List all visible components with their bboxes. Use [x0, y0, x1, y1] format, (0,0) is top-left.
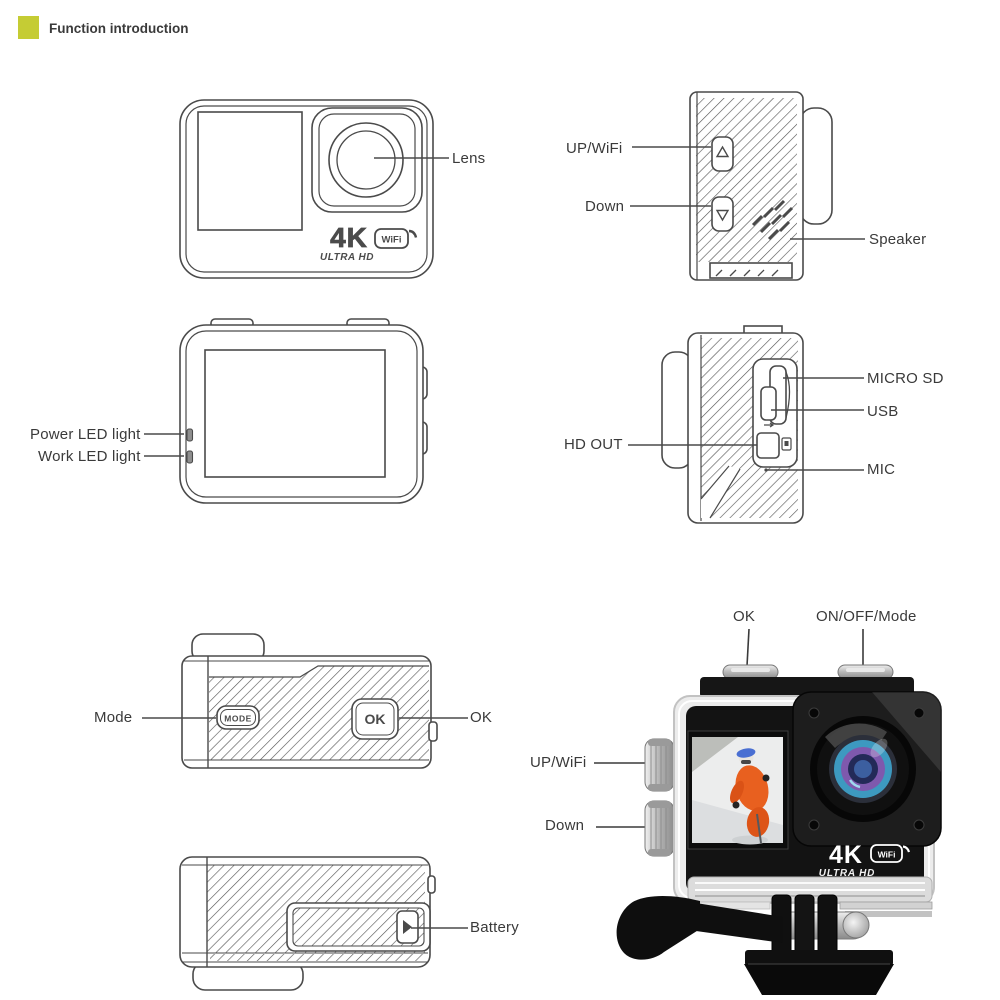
speaker-grill	[751, 199, 794, 241]
port-side-view-drawing	[628, 325, 864, 524]
power-mode-button	[837, 664, 894, 680]
down-label: Down	[585, 198, 625, 215]
button-side-view-drawing	[630, 91, 865, 281]
page-title: Function introduction	[49, 21, 189, 36]
side-protrusion	[799, 107, 833, 225]
usb-label: USB	[867, 403, 899, 420]
photo-up-wifi-label: UP/WiFi	[530, 754, 587, 771]
front-screen	[197, 111, 303, 231]
work-led-label: Work LED light	[38, 448, 141, 465]
shutter-button	[722, 664, 779, 680]
photo-down-label: Down	[545, 817, 585, 834]
ok-button: OK	[351, 698, 399, 740]
top-face-view-drawing: MODE OK	[142, 633, 468, 769]
mode-button: MODE	[216, 705, 260, 730]
top-face-right-nub	[428, 721, 438, 742]
camera-lens	[810, 716, 916, 822]
photo-on-off-mode-label: ON/OFF/Mode	[816, 608, 917, 625]
hdmi-port	[756, 432, 792, 459]
thumbscrew-arm	[696, 903, 783, 943]
usb-icon	[764, 422, 775, 428]
back-body-outline	[179, 324, 424, 504]
bottom-view-drawing	[179, 856, 468, 991]
port-side-white-wedge	[701, 466, 740, 518]
work-led	[186, 450, 194, 464]
mount-base-neck	[745, 950, 893, 966]
lens-plate	[792, 691, 942, 847]
skier-figure	[729, 748, 770, 845]
thumbscrew-knob	[616, 895, 700, 960]
photo-4k-logo: 4K	[829, 841, 863, 869]
section-accent-square	[18, 16, 39, 39]
mode-label: Mode	[94, 709, 133, 726]
front-body-outline	[179, 99, 434, 279]
ok-button-text: OK	[365, 711, 386, 727]
hd-out-label: HD OUT	[564, 436, 623, 453]
lcd-screen	[687, 730, 789, 850]
lens-inner-ring	[336, 130, 396, 190]
back-screen	[204, 349, 386, 478]
lens-label: Lens	[452, 150, 486, 167]
lens-housing-outer	[311, 107, 423, 213]
hdmi-icon	[781, 437, 792, 451]
side-bottom-tab	[709, 262, 793, 279]
side-body-hatch	[696, 98, 797, 262]
photo-ok-label: OK	[733, 608, 756, 625]
front-wifi-badge: WiFi	[374, 228, 418, 249]
up-button	[711, 136, 734, 172]
bottom-right-nub	[427, 875, 436, 894]
down-knob	[644, 800, 675, 857]
battery-door	[286, 902, 431, 952]
mount-bracket	[616, 894, 894, 995]
front-4k-logo: 4K	[330, 222, 368, 253]
back-view-drawing	[144, 318, 428, 504]
battery-latch	[396, 910, 419, 944]
photo-ultra-hd-logo: ULTRA HD	[819, 868, 875, 879]
photo-ok-leader-line	[746, 628, 750, 667]
photo-wifi-badge: WiFi	[870, 844, 911, 863]
down-button	[711, 196, 734, 232]
mount-finger	[817, 894, 838, 958]
battery-label: Battery	[470, 919, 519, 936]
power-led	[186, 428, 194, 442]
back-body-inner-outline	[185, 330, 418, 498]
usb-port	[760, 386, 777, 428]
front-body-inner-outline	[185, 105, 428, 273]
up-triangle-icon	[715, 145, 730, 158]
wifi-wave-icon	[408, 229, 418, 238]
power-led-label: Power LED light	[30, 426, 141, 443]
mount-bolt-head	[842, 911, 870, 939]
down-triangle-icon	[715, 209, 730, 222]
lens-housing-inner	[318, 113, 416, 207]
photo-wifi-badge-text: WiFi	[878, 850, 896, 860]
mode-button-text: MODE	[224, 714, 252, 724]
lens-plate-screws	[808, 707, 925, 831]
camera-photo: 4K ULTRA HD WiFi	[594, 628, 942, 995]
lens-outer-ring	[328, 122, 404, 198]
front-wifi-badge-text: WiFi	[382, 235, 402, 246]
up-wifi-knob	[644, 738, 675, 792]
battery-latch-arrow-icon	[403, 920, 412, 934]
front-view-drawing: 4K ULTRA HD WiFi	[179, 99, 449, 279]
bottom-edge-hatch	[210, 954, 425, 961]
speaker-label: Speaker	[869, 231, 927, 248]
front-ultra-hd-logo: ULTRA HD	[320, 252, 374, 263]
up-wifi-label: UP/WiFi	[566, 140, 623, 157]
mic-label: MIC	[867, 461, 896, 478]
micro-sd-label: MICRO SD	[867, 370, 944, 387]
wifi-wave-icon	[902, 845, 911, 853]
ok-label: OK	[470, 709, 493, 726]
mount-base	[744, 964, 894, 995]
